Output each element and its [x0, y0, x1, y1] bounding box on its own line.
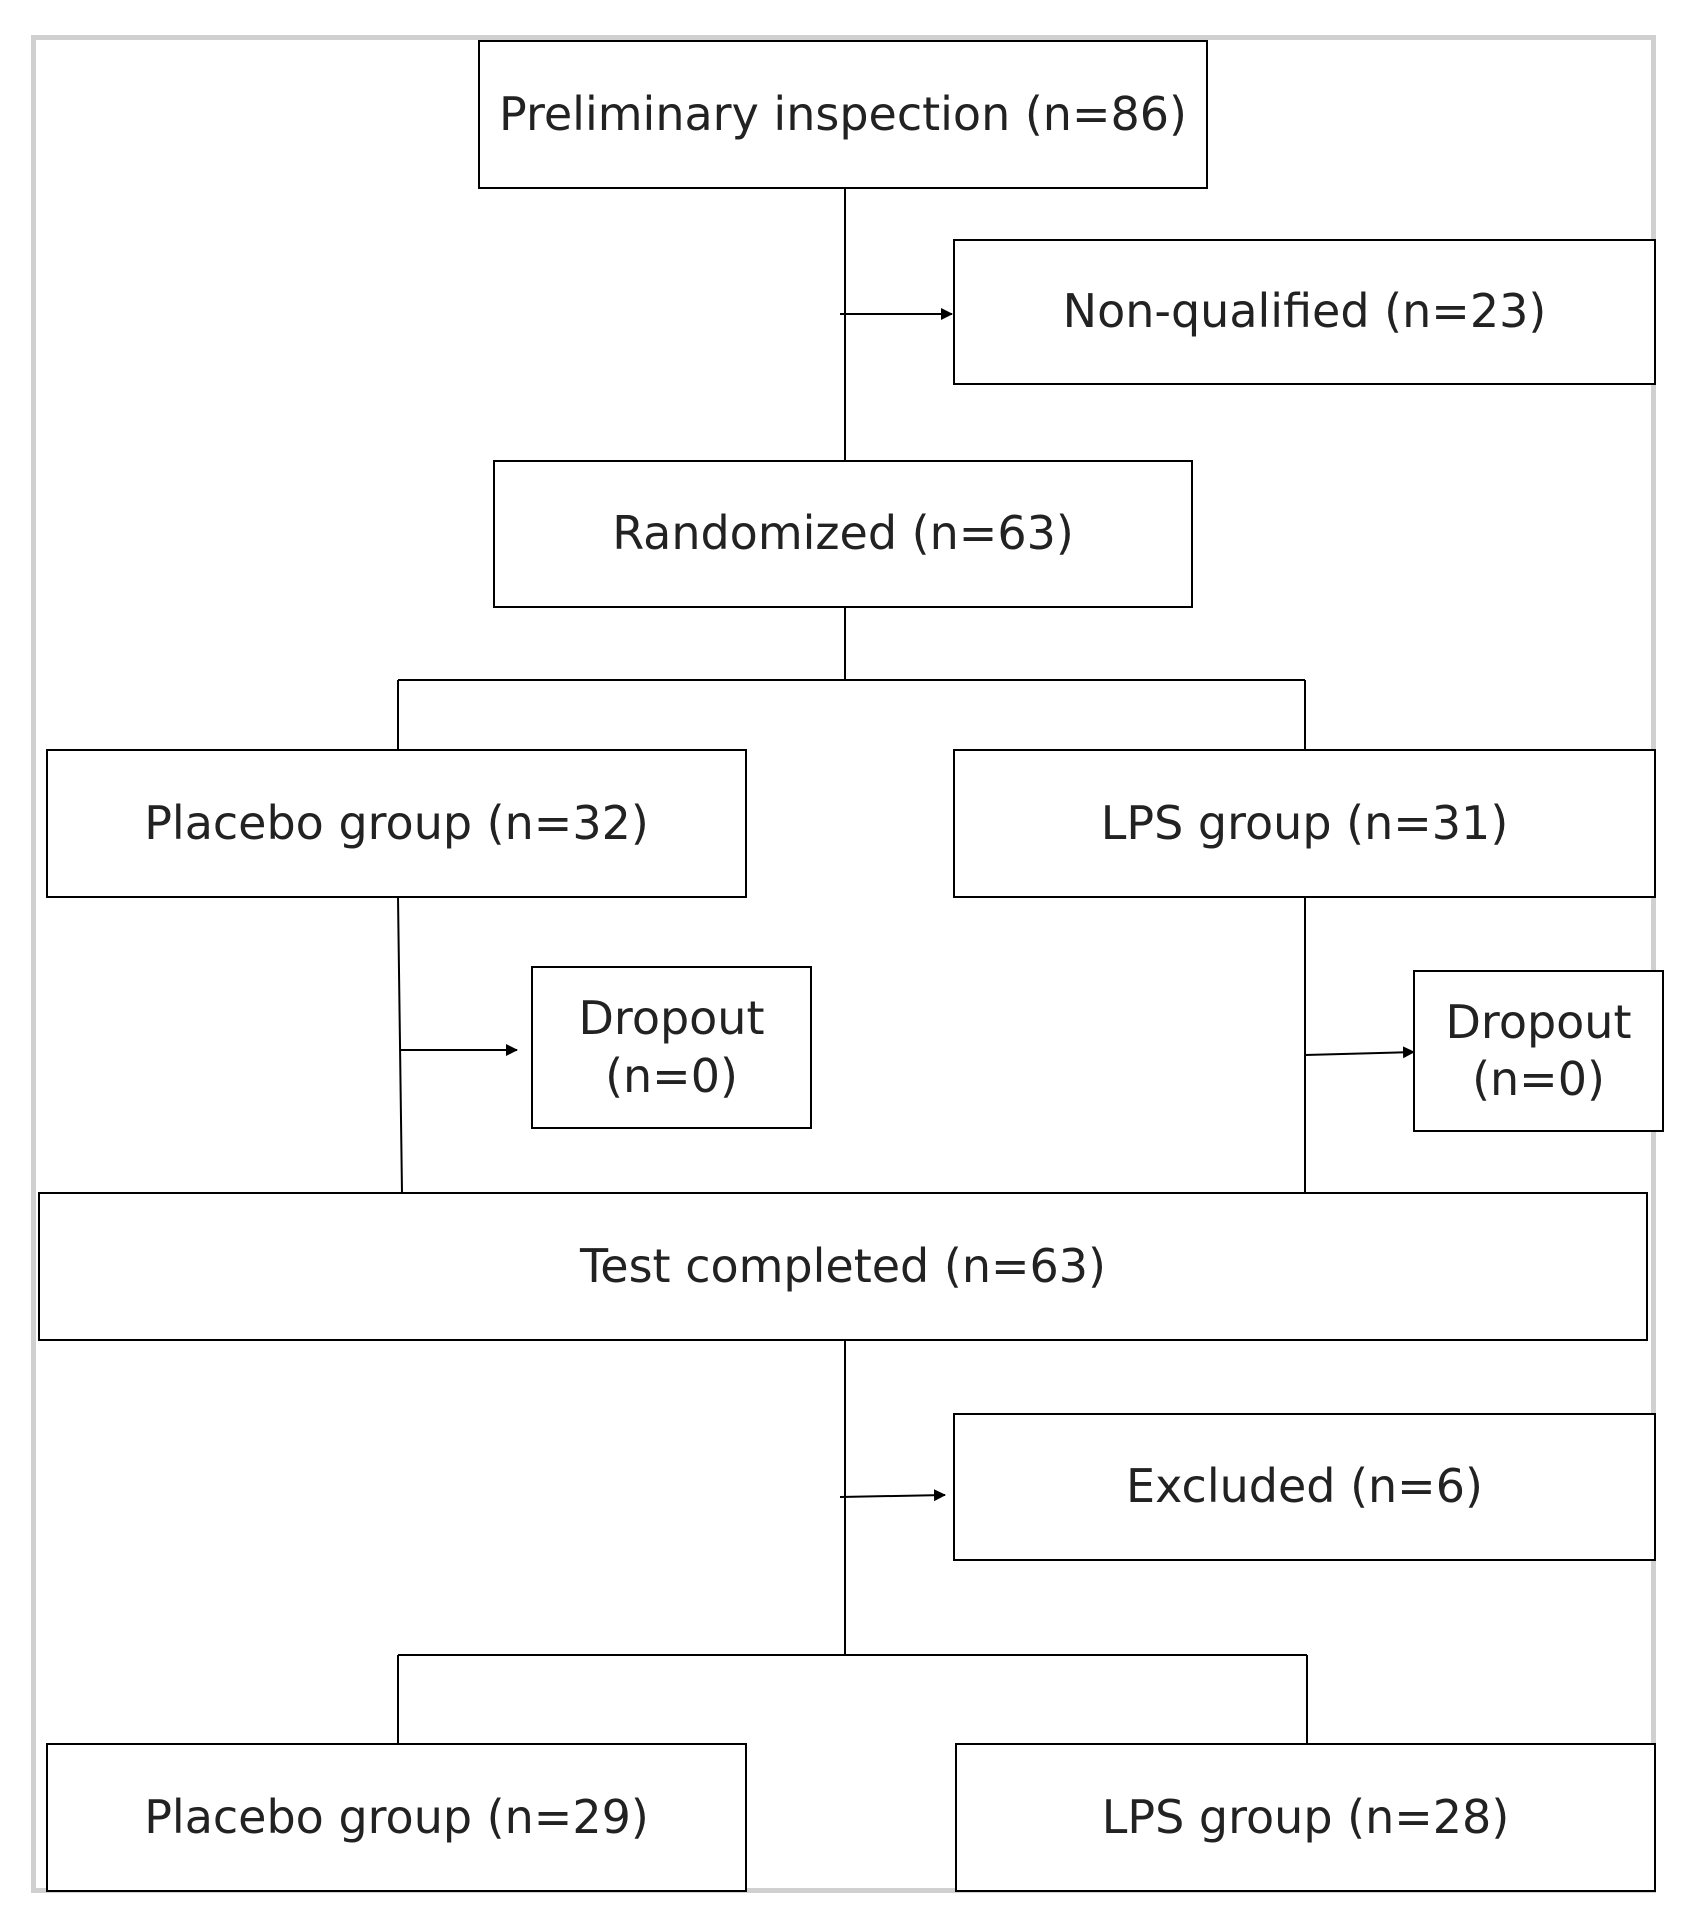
box-test-completed: Test completed (n=63): [38, 1192, 1648, 1341]
box-excluded: Excluded (n=6): [953, 1413, 1656, 1561]
box-placebo-group-initial: Placebo group (n=32): [46, 749, 747, 898]
label-preliminary-inspection: Preliminary inspection (n=86): [499, 86, 1187, 141]
label-lps-group-final: LPS group (n=28): [1101, 1789, 1510, 1844]
arrow-to-excluded: [839, 1489, 946, 1502]
label-excluded: Excluded (n=6): [1126, 1459, 1483, 1514]
label-placebo-group-initial: Placebo group (n=32): [144, 795, 649, 850]
label-test-completed: Test completed (n=63): [579, 1238, 1106, 1293]
label-randomized: Randomized (n=63): [612, 506, 1074, 561]
label-dropout-lps: Dropout (n=0): [1445, 994, 1632, 1107]
line-placebo-to-test: [397, 896, 403, 1194]
label-placebo-group-final: Placebo group (n=29): [144, 1789, 649, 1844]
box-preliminary-inspection: Preliminary inspection (n=86): [478, 40, 1208, 189]
label-dropout-placebo: Dropout (n=0): [578, 991, 765, 1103]
figure-border: [31, 35, 1656, 1893]
arrow-to-dropout-lps: [1304, 1046, 1415, 1059]
box-non-qualified: Non-qualified (n=23): [953, 239, 1656, 385]
box-dropout-placebo: Dropout (n=0): [531, 966, 812, 1129]
label-non-qualified: Non-qualified (n=23): [1062, 284, 1547, 339]
box-dropout-lps: Dropout (n=0): [1413, 970, 1664, 1132]
box-lps-group-final: LPS group (n=28): [955, 1743, 1656, 1892]
box-placebo-group-final: Placebo group (n=29): [46, 1743, 747, 1892]
label-lps-group-initial: LPS group (n=31): [1100, 795, 1509, 850]
box-randomized: Randomized (n=63): [493, 460, 1193, 608]
box-lps-group-initial: LPS group (n=31): [953, 749, 1656, 898]
